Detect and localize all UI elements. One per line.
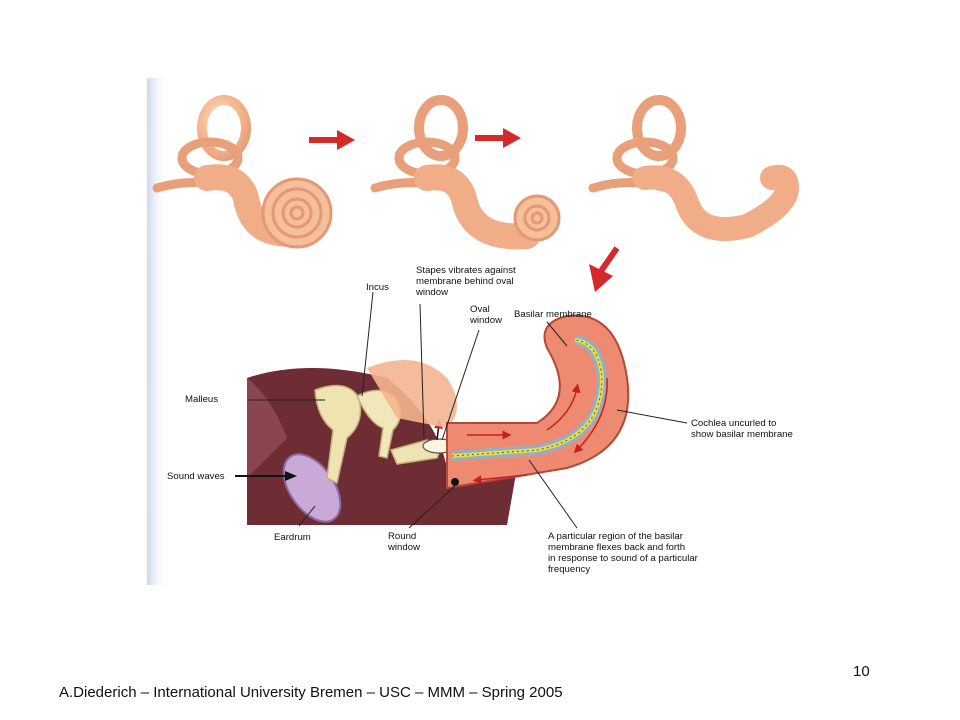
cochlea-figure: Stapes vibrates against membrane behind … bbox=[147, 78, 844, 585]
red-arrow-2 bbox=[475, 128, 521, 148]
vestibule-shape bbox=[367, 360, 457, 428]
red-arrow-down bbox=[589, 246, 620, 292]
inner-ear-uncoiled bbox=[588, 95, 800, 242]
scan-edge bbox=[147, 78, 169, 585]
label-round-window: Round window bbox=[388, 531, 420, 553]
inner-ear-coiled bbox=[152, 95, 333, 249]
label-particular-region: A particular region of the basilar membr… bbox=[548, 531, 698, 575]
footer-text: A.Diederich – International University B… bbox=[59, 684, 563, 701]
ear-canal-wall bbox=[247, 378, 287, 478]
leader-lines bbox=[249, 291, 688, 529]
malleus-shape bbox=[314, 384, 362, 485]
round-window-dot bbox=[451, 478, 459, 486]
page-number: 10 bbox=[853, 663, 870, 680]
red-arrow-1 bbox=[309, 130, 355, 150]
label-incus: Incus bbox=[366, 282, 389, 293]
label-sound-waves: Sound waves bbox=[167, 471, 225, 482]
inner-ear-partly-uncoiled bbox=[370, 95, 561, 250]
cochlea-diagram bbox=[147, 78, 800, 585]
stapes-motion-arrow bbox=[433, 419, 443, 441]
label-malleus: Malleus bbox=[185, 394, 219, 405]
label-oval-window: Oval window bbox=[470, 304, 502, 326]
sound-waves-arrow bbox=[235, 471, 297, 481]
label-stapes: Stapes vibrates against membrane behind … bbox=[416, 265, 516, 298]
label-eardrum: Eardrum bbox=[274, 532, 311, 543]
uncurled-cochlea bbox=[446, 314, 630, 490]
label-basilar-membrane: Basilar membrane bbox=[514, 309, 592, 320]
label-cochlea-uncurled: Cochlea uncurled to show basilar membran… bbox=[691, 418, 793, 440]
